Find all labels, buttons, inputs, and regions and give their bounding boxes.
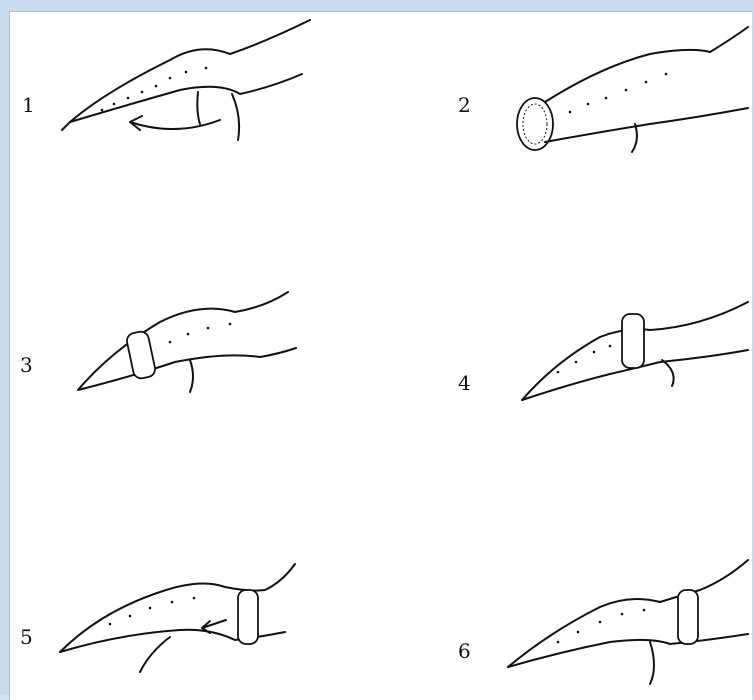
step-3-label: 3 [20, 353, 33, 377]
step-1-foot-figure: 1 [22, 20, 310, 140]
step-6-hind-toe [650, 642, 654, 684]
step-2-label: 2 [458, 93, 471, 117]
step-illustrations: 1 2 [10, 12, 752, 700]
step-2-foot-lower-outline [545, 108, 748, 142]
step-1-rotation-arrow [130, 120, 220, 129]
step-5-band [238, 590, 258, 644]
step-3-foot-figure: 3 [20, 292, 296, 392]
step-1-label: 1 [22, 93, 35, 117]
illustration-panel: 1 2 [9, 11, 752, 700]
step-3-foot-lower-outline [78, 348, 296, 390]
step-5-scale-dots [109, 597, 196, 626]
step-5-label: 5 [20, 625, 33, 649]
step-4-band [622, 314, 644, 368]
step-6-scale-dots [557, 609, 646, 644]
step-5-foot-upper-outline [60, 564, 295, 652]
step-6-band [678, 590, 698, 644]
step-3-scale-dots [169, 323, 232, 344]
step-1-hind-toe [197, 92, 200, 124]
step-2-foot-upper-outline [545, 27, 748, 102]
step-3-foot-upper-outline [78, 292, 288, 390]
step-4-label: 4 [458, 371, 471, 395]
step-2-foot-figure: 2 [458, 27, 748, 152]
step-2-spur [632, 124, 637, 152]
step-3-band [125, 330, 156, 380]
step-3-spur [190, 360, 193, 392]
step-6-foot-upper-outline [508, 560, 748, 667]
step-4-foot-figure: 4 [458, 302, 748, 400]
step-6-label: 6 [458, 639, 471, 663]
step-1-claw [62, 122, 70, 130]
step-4-spur [662, 360, 674, 386]
step-5-foot-figure: 5 [20, 564, 295, 672]
step-1-foot-upper-outline [70, 20, 310, 122]
step-5-arrow [202, 620, 226, 633]
step-1-spur [232, 94, 239, 140]
step-1-foot-lower-outline [70, 74, 302, 122]
step-5-hind-toe [140, 637, 170, 672]
step-6-foot-figure: 6 [458, 560, 748, 684]
